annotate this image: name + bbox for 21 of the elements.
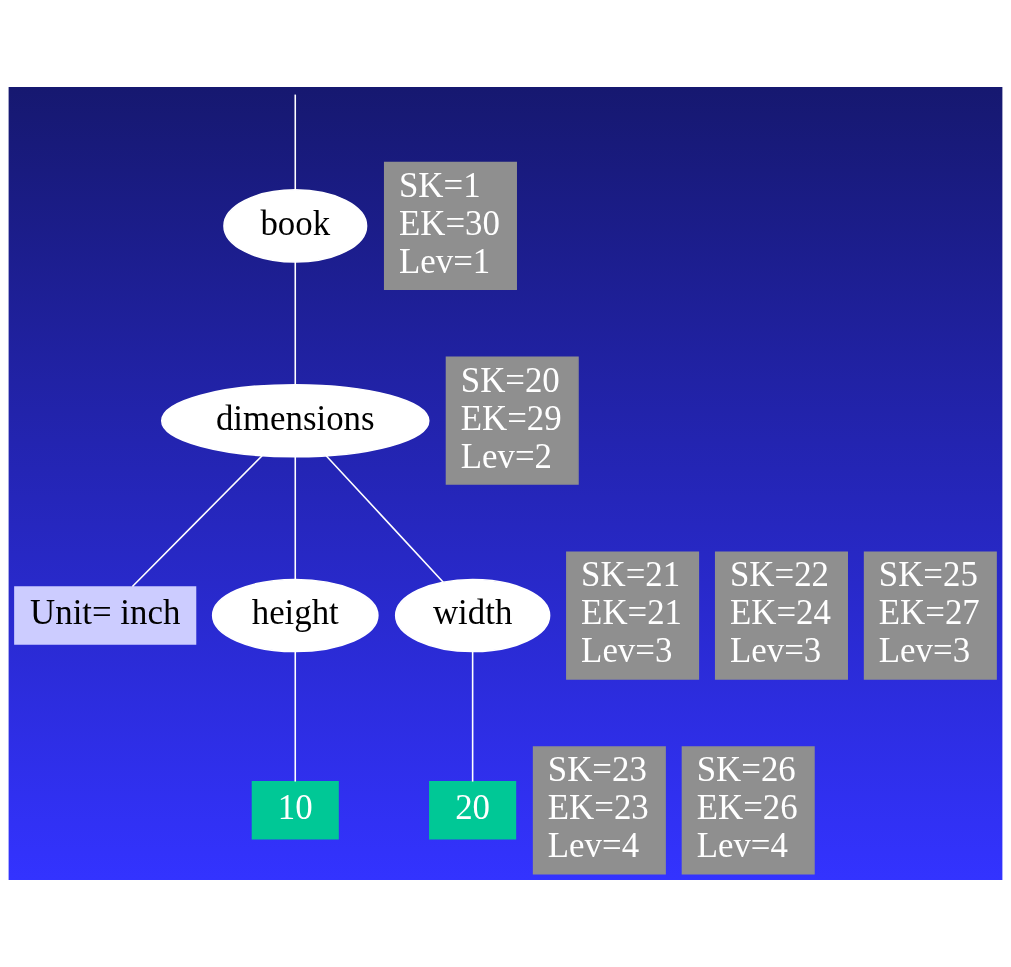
connector [294, 260, 297, 386]
connector [294, 93, 297, 191]
node-box: SK=26 EK=26 Lev=4 [681, 746, 815, 875]
node-box: SK=20 EK=29 Lev=2 [445, 356, 579, 485]
node-ellipse: width [394, 578, 551, 653]
connector [471, 650, 474, 783]
node-box: 20 [429, 781, 517, 840]
connector [325, 454, 445, 583]
node-box: SK=25 EK=27 Lev=3 [863, 551, 997, 680]
connector [294, 455, 297, 581]
node-box: SK=22 EK=24 Lev=3 [714, 551, 848, 680]
node-box: 10 [251, 781, 339, 840]
node-box: SK=21 EK=21 Lev=3 [566, 551, 700, 680]
node-box: SK=23 EK=23 Lev=4 [532, 746, 666, 875]
node-box: SK=1 EK=30 Lev=1 [383, 161, 517, 291]
node-box: Unit= inch [14, 586, 197, 645]
connector [294, 650, 297, 783]
connector [131, 454, 263, 588]
node-ellipse: book [223, 189, 368, 263]
node-ellipse: height [211, 578, 379, 653]
node-ellipse: dimensions [161, 383, 430, 458]
